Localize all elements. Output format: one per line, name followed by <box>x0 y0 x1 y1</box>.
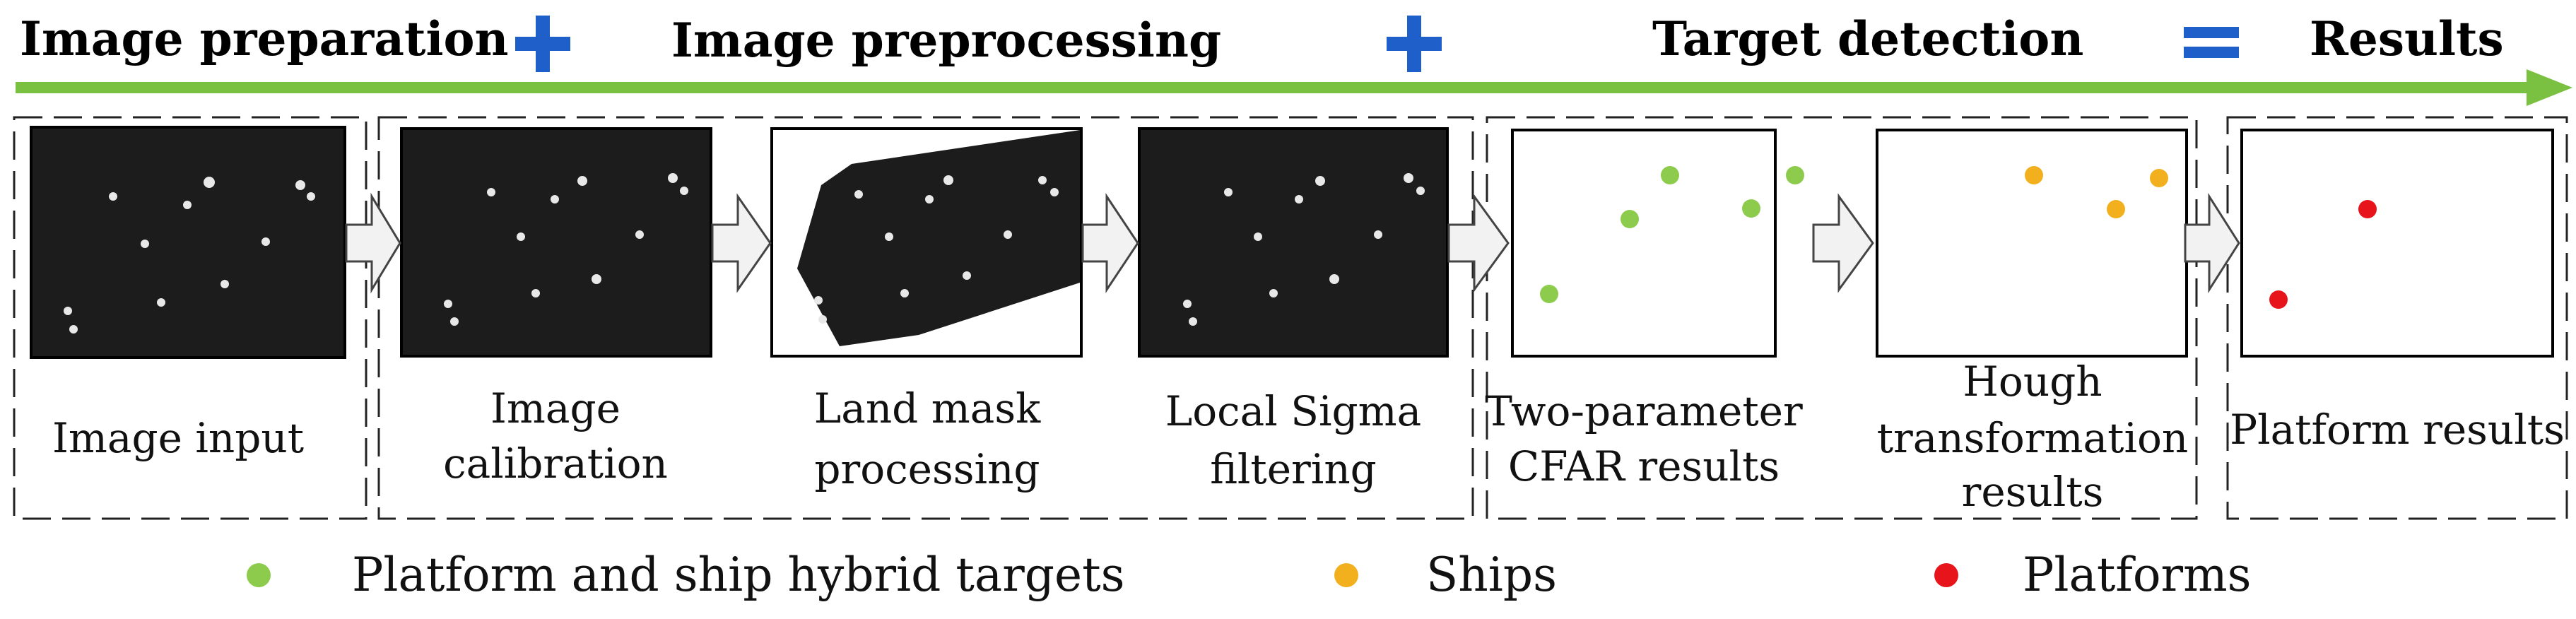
image-input-panel <box>30 126 346 359</box>
plus-operator-2 <box>1387 16 1442 72</box>
image-calibration-panel <box>400 127 712 358</box>
caption-image-calibration-line2: calibration <box>443 440 668 488</box>
legend: Platform and ship hybrid targets Ships P… <box>247 548 2252 602</box>
stage-title-target-detection: Target detection <box>1652 11 2083 66</box>
caption-image-input: Image input <box>52 414 304 462</box>
process-flow-arrow <box>16 69 2572 106</box>
equals-operator <box>2184 27 2239 58</box>
step-arrow-6 <box>2184 192 2240 294</box>
stage-title-image-preprocessing: Image preprocessing <box>671 13 1221 68</box>
cfar-results-panel <box>1511 129 1804 358</box>
legend-label-ships: Ships <box>1426 548 1557 602</box>
group-box-detection <box>1486 116 2198 520</box>
platform-results-panel <box>2240 129 2554 358</box>
group-box-preprocessing <box>377 116 1474 520</box>
caption-hough-line2: transformation <box>1877 414 2189 462</box>
caption-local-sigma-line2: filtering <box>1210 445 1377 493</box>
local-sigma-panel <box>1138 127 1449 358</box>
caption-platform-results: Platform results <box>2230 406 2565 454</box>
legend-label-platforms: Platforms <box>2023 548 2252 602</box>
caption-local-sigma-line1: Local Sigma <box>1165 387 1421 435</box>
group-box-results <box>2226 116 2568 520</box>
legend-swatch-ships <box>1334 563 1358 587</box>
step-arrow-1 <box>345 192 401 294</box>
plus-operator-1 <box>515 16 570 72</box>
step-arrows <box>345 192 2240 294</box>
caption-land-mask-line2: processing <box>814 445 1040 493</box>
step-arrow-2 <box>711 193 772 293</box>
caption-land-mask-line1: Land mask <box>814 384 1041 432</box>
hough-results-panel <box>1876 129 2188 358</box>
group-box-preparation <box>13 116 367 520</box>
caption-image-calibration-line1: Image <box>490 384 621 432</box>
land-mask-panel <box>770 127 1083 358</box>
caption-cfar-line2: CFAR results <box>1508 442 1780 490</box>
stage-title-image-preparation: Image preparation <box>20 11 509 66</box>
step-arrow-3 <box>1081 193 1139 293</box>
step-arrow-4 <box>1447 193 1510 293</box>
caption-cfar-line1: Two-parameter <box>1485 387 1803 435</box>
caption-hough-line1: Hough <box>1963 358 2102 406</box>
legend-label-hybrid: Platform and ship hybrid targets <box>352 548 1125 602</box>
step-arrow-5 <box>1812 193 1874 293</box>
legend-swatch-hybrid <box>247 563 271 587</box>
caption-hough-line3: results <box>1962 468 2104 516</box>
stage-title-results: Results <box>2310 11 2504 66</box>
legend-swatch-platforms <box>1934 563 1958 587</box>
